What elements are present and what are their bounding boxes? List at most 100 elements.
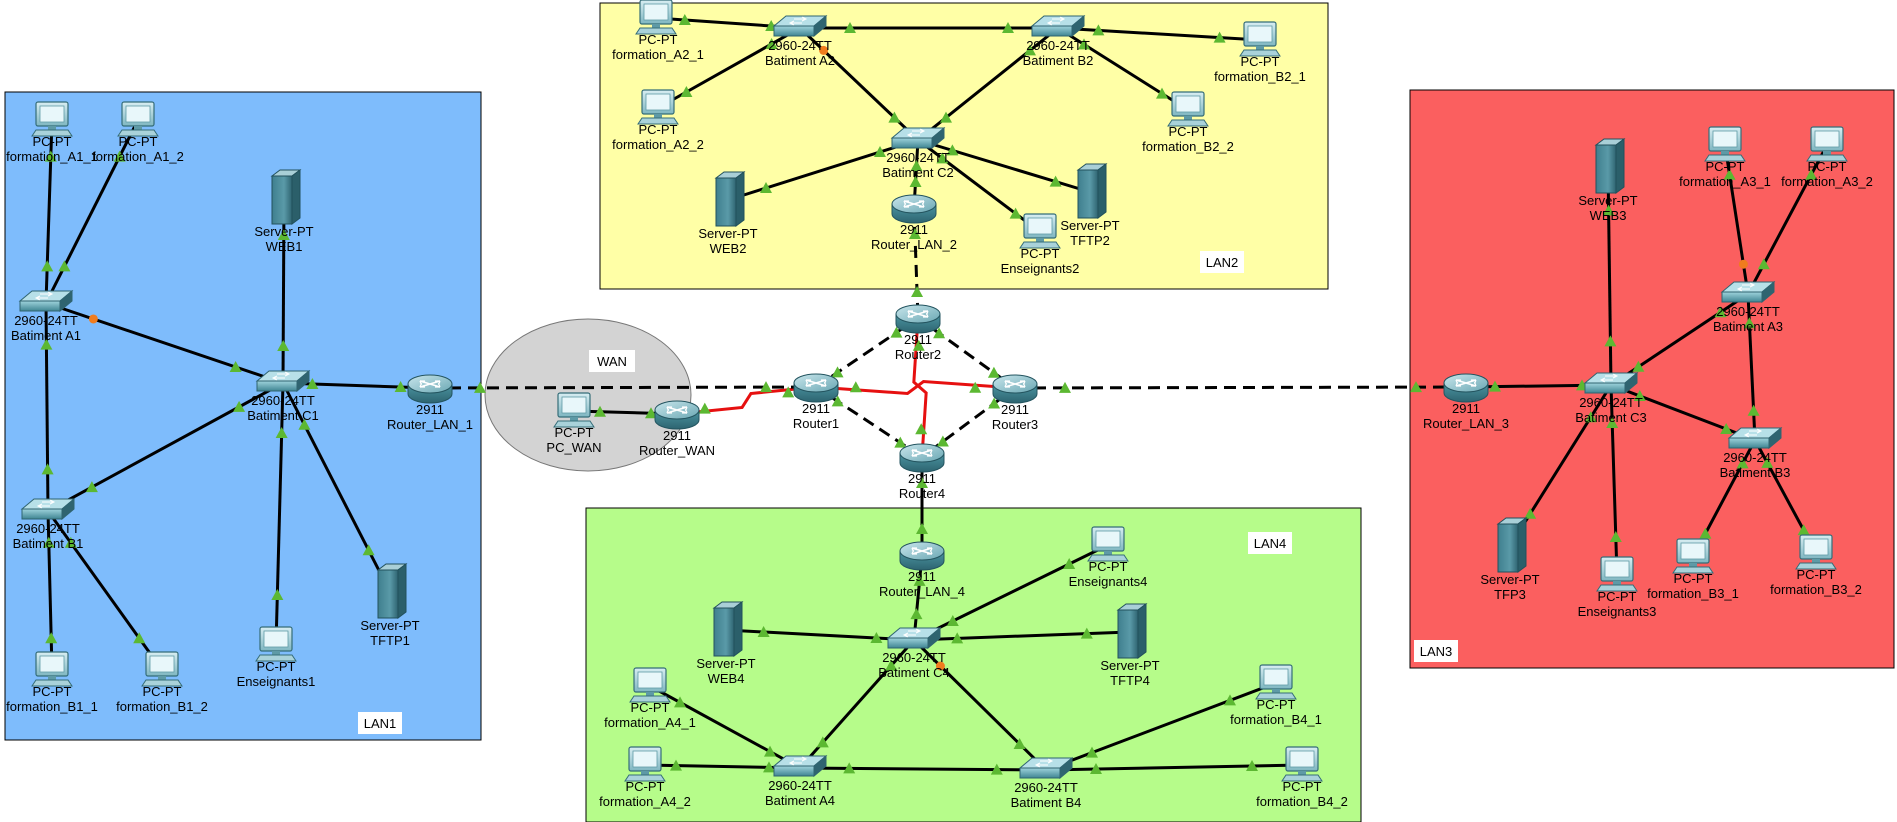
link-sw_c3-pc_ens3[interactable]	[1609, 384, 1619, 576]
lan1-area[interactable]	[4, 91, 482, 741]
switch-icon[interactable]	[1583, 371, 1639, 395]
link-sw_a3-pc_a3_1[interactable]	[1723, 144, 1750, 295]
link-sw_c2-srv_tftp2[interactable]	[917, 138, 1091, 194]
server-icon[interactable]	[1116, 603, 1148, 659]
switch-icon[interactable]	[1720, 280, 1776, 304]
link-rt_3-rt_lan3[interactable]	[1014, 385, 1467, 390]
switch-icon[interactable]	[886, 626, 942, 650]
pc-icon[interactable]	[117, 101, 159, 137]
pc-icon[interactable]	[255, 626, 297, 662]
switch-icon[interactable]	[20, 497, 76, 521]
link-pc_a2_2-sw_a2[interactable]	[657, 26, 801, 110]
link-sw_c3-srv_tfp3[interactable]	[1508, 384, 1613, 547]
router-icon[interactable]	[895, 304, 941, 334]
pc-icon[interactable]	[1019, 213, 1061, 249]
router-icon[interactable]	[992, 374, 1038, 404]
server-icon[interactable]	[712, 601, 744, 657]
pc-icon[interactable]	[624, 746, 666, 782]
link-srv_web2-sw_c2[interactable]	[727, 138, 919, 202]
pc-icon[interactable]	[1596, 556, 1638, 592]
router-icon[interactable]	[899, 541, 945, 571]
link-sw_c1-srv_tftp1[interactable]	[281, 382, 392, 593]
pc-icon[interactable]	[31, 101, 73, 137]
link-rt_lan1-rt_1[interactable]	[429, 385, 817, 390]
router-icon[interactable]	[1443, 373, 1489, 403]
pc-icon[interactable]	[1806, 126, 1848, 162]
server-icon[interactable]	[376, 563, 408, 619]
link-sw_b1-pc_b1_2[interactable]	[46, 510, 164, 671]
switch-icon[interactable]	[1030, 14, 1086, 38]
pc-icon[interactable]	[141, 651, 183, 687]
server-icon[interactable]	[714, 171, 746, 227]
pc-icon[interactable]	[629, 667, 671, 703]
link-sw_a1-sw_c1[interactable]	[45, 301, 284, 385]
link-sw_c3-srv_web3[interactable]	[1606, 166, 1613, 386]
link-srv_web1-sw_c1[interactable]	[281, 197, 286, 384]
pc-icon[interactable]	[1672, 538, 1714, 574]
switch-icon[interactable]	[1018, 756, 1074, 780]
pc-icon[interactable]	[635, 0, 677, 35]
switch-icon[interactable]	[255, 369, 311, 393]
link-sw_c1-pc_ens1[interactable]	[274, 382, 285, 646]
server-icon[interactable]	[270, 169, 302, 225]
switch-icon[interactable]	[18, 289, 74, 313]
link-sw_a1-sw_b1[interactable]	[44, 302, 50, 512]
pc-icon[interactable]	[1255, 664, 1297, 700]
switch-icon[interactable]	[772, 754, 828, 778]
switch-icon[interactable]	[772, 14, 828, 38]
server-icon[interactable]	[1076, 163, 1108, 219]
router-icon[interactable]	[899, 443, 945, 473]
link-rt_wan-rt_1[interactable]	[676, 385, 817, 416]
pc-icon[interactable]	[637, 89, 679, 125]
link-pc_a1_1-sw_a1[interactable]	[44, 119, 54, 304]
pc-icon[interactable]	[1239, 21, 1281, 57]
link-sw_a4-sw_b4[interactable]	[799, 766, 1047, 772]
link-sw_b2-pc_b2_1[interactable]	[1057, 26, 1261, 42]
link-pc_a4_1-sw_a4[interactable]	[649, 684, 801, 770]
link-sw_c1-rt_lan1[interactable]	[282, 381, 431, 390]
link-rt_1-rt_3[interactable]	[815, 380, 1016, 395]
lan3-area[interactable]	[1409, 89, 1895, 669]
router-icon[interactable]	[891, 194, 937, 224]
link-sw_b4-pc_b4_2[interactable]	[1045, 763, 1303, 772]
